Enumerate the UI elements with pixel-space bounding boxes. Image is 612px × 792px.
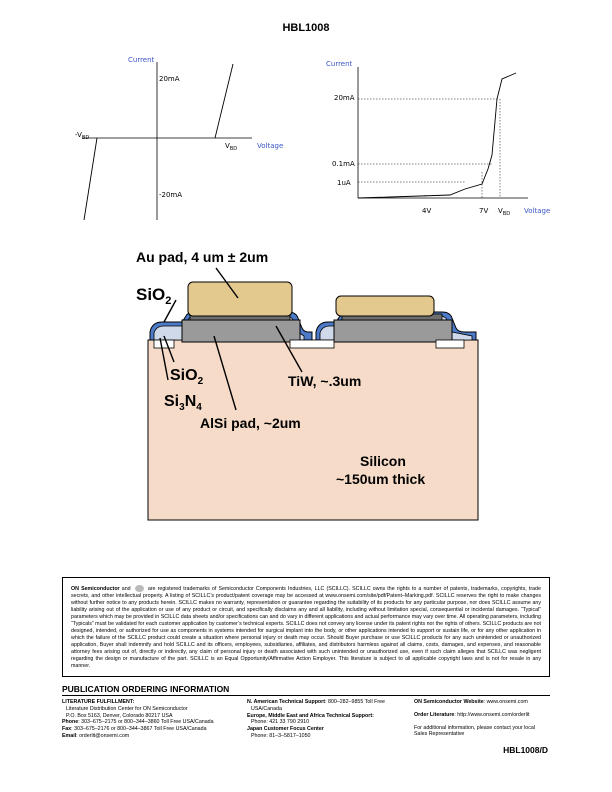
info-line1: For additional information, please conta…	[414, 724, 536, 731]
phone-value: : 303–675–2175 or 800–344–3860 Toll Free…	[78, 719, 214, 726]
publication-divider	[62, 695, 550, 696]
au-pad-left	[187, 281, 293, 317]
pos-current-label: 20mA	[159, 75, 180, 83]
sio2-mid-label: SiO2	[170, 367, 204, 387]
x-tick-4v: 4V	[422, 207, 431, 215]
website-label: ON Semiconductor Website	[414, 699, 484, 705]
na-support-line2: USA/Canada	[251, 705, 282, 712]
fax-value: : 303–675–2176 or 800–344–3867 Toll Free…	[71, 726, 207, 733]
lit-title: LITERATURE FULFILLMENT	[62, 699, 133, 705]
disclaimer-text: are registered trademarks of Semiconduct…	[71, 585, 541, 670]
order-literature-value: : http://www.onsemi.com/orderlit	[454, 711, 530, 718]
lit-line2: P.O. Box 5163, Denver, Colorado 80217 US…	[66, 712, 173, 719]
x-axis-label: Voltage	[524, 207, 550, 215]
silicon-label: Silicon	[360, 453, 406, 469]
phone-label: Phone	[62, 719, 79, 726]
website-value: : www.onsemi.com	[483, 699, 528, 705]
website-column: ON Semiconductor Website: www.onsemi.com…	[414, 699, 554, 738]
neg-vbd-label: -VBD	[75, 131, 89, 141]
and-word: and	[121, 585, 131, 592]
jp-support-phone: Phone: 81–3–5817–1050	[251, 732, 311, 739]
y-tick-01ma: 0.1mA	[332, 160, 355, 168]
email-value: : orderlit@onsemi.com	[76, 732, 130, 739]
alsi-pad-right	[333, 319, 453, 343]
legal-disclaimer: ON Semiconductor and are registered trad…	[62, 577, 550, 677]
page-title: HBL1008	[282, 22, 330, 34]
pointer-lines	[159, 267, 303, 411]
silicon-substrate	[147, 339, 479, 521]
on-logo-icon	[134, 585, 144, 592]
au-pad-label: Au pad, 4 um ± 2um	[136, 249, 268, 265]
eu-support-label: Europe, Middle East and Africa Technical…	[247, 712, 374, 719]
sio2-top-label: SiO2	[136, 285, 171, 307]
guide-lines	[358, 98, 501, 198]
eu-support-phone: Phone: 421 33 790 2910	[251, 719, 310, 726]
silicon-thickness-label: ~150um thick	[336, 471, 425, 487]
fax-label: Fax	[62, 726, 72, 733]
y-tick-1ua: 1uA	[337, 179, 351, 187]
info-line2: Sales Representative	[414, 731, 465, 738]
oxide-window-mid	[289, 339, 335, 349]
technical-support-column: N. American Technical Support: 800–282–9…	[247, 699, 407, 740]
order-literature-label: Order Literature	[414, 711, 455, 718]
iv-chart-symmetric: Current Voltage 20mA -20mA -VBD VBD	[75, 56, 283, 221]
company-name: ON Semiconductor	[71, 585, 120, 592]
literature-fulfillment-column: LITERATURE FULFILLMENT: Literature Distr…	[62, 699, 238, 740]
na-support-value: : 800–282–9855 Toll Free	[325, 699, 385, 705]
y-axis-label: Current	[326, 60, 353, 68]
oxide-window-right	[435, 339, 465, 349]
lit-line1: Literature Distribution Center for ON Se…	[66, 705, 188, 712]
y-tick-20ma: 20mA	[334, 94, 355, 102]
pos-breakdown-curve	[214, 63, 234, 139]
na-support-label: N. American Technical Support	[247, 699, 325, 705]
y-axis-label: Current	[128, 56, 155, 64]
tiw-label: TiW, ~.3um	[288, 373, 361, 389]
iv-chart-log: Current Voltage 20mA 0.1mA 1uA 4V 7V VBD	[326, 60, 550, 217]
neg-current-label: -20mA	[159, 191, 182, 199]
pad-cross-section: Au pad, 4 um ± 2um SiO2 SiO2 Si3N4 TiW, …	[136, 249, 479, 521]
document-number: HBL1008/D	[503, 745, 548, 755]
alsi-pad-left	[181, 319, 301, 343]
alsi-label: AlSi pad, ~2um	[200, 415, 301, 431]
iv-curve	[357, 72, 517, 199]
publication-title: PUBLICATION ORDERING INFORMATION	[62, 684, 230, 694]
x-tick-7v: 7V	[479, 207, 488, 215]
x-tick-vbd: VBD	[498, 207, 510, 217]
pos-vbd-label: VBD	[225, 142, 237, 152]
email-label: Email	[62, 732, 77, 739]
x-axis-label: Voltage	[257, 142, 283, 150]
si3n4-label: Si3N4	[164, 393, 202, 413]
oxide-window-left	[153, 339, 175, 349]
jp-support-label: Japan Customer Focus Center	[247, 726, 324, 733]
lit-colon: :	[132, 699, 135, 705]
au-pad-right	[335, 295, 435, 317]
neg-breakdown-curve	[83, 137, 98, 221]
